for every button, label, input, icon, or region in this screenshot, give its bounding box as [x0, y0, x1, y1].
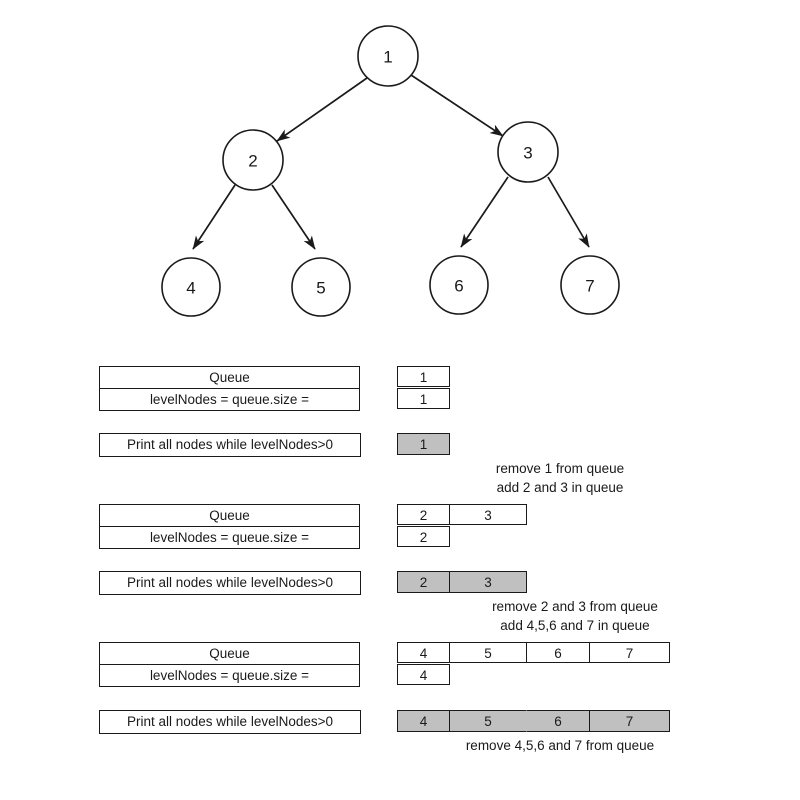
print-values-row-2: 2 3: [397, 571, 527, 593]
table-row: levelNodes = queue.size =: [99, 388, 360, 411]
edge-3-6: [460, 176, 509, 248]
level-cell: 1: [397, 388, 450, 409]
print-cell: 4: [397, 710, 450, 732]
print-cell: 7: [589, 710, 670, 732]
edge-2-5: [271, 184, 316, 250]
table-row: Queue: [99, 504, 360, 527]
print-cell: 5: [449, 710, 527, 732]
print-nodes-box-2: Print all nodes while levelNodes>0: [99, 571, 361, 595]
level-values-row-2: 2: [397, 526, 450, 547]
node-circle-6: [429, 255, 489, 315]
node-label-3: 3: [523, 144, 532, 163]
node-label-6: 6: [454, 277, 463, 296]
tree-node-2[interactable]: 2: [222, 129, 284, 191]
queue-cell: 6: [526, 642, 590, 663]
annotation-remove-1: remove 1 from queue: [495, 461, 625, 476]
tree-edges: [192, 74, 590, 250]
table-row: Queue: [99, 366, 360, 389]
queue-table-1: Queue levelNodes = queue.size =: [99, 366, 360, 411]
tree-node-5[interactable]: 5: [291, 257, 351, 317]
node-label-1: 1: [383, 48, 392, 67]
queue-cell: 1: [397, 366, 450, 387]
table-row: Queue: [99, 642, 360, 665]
edge-1-2: [276, 77, 368, 142]
table-row: levelNodes = queue.size =: [99, 664, 360, 687]
print-nodes-box-1: Print all nodes while levelNodes>0: [99, 433, 361, 457]
print-nodes-box-3: Print all nodes while levelNodes>0: [99, 710, 361, 734]
print-values-row-3: 4 5 6 7: [397, 710, 670, 732]
queue-values-row-2: 2 3: [397, 504, 527, 525]
edge-1-3: [410, 74, 504, 137]
level-cell: 2: [397, 526, 450, 547]
print-cell: 1: [397, 433, 450, 455]
queue-cell: 3: [449, 504, 527, 525]
node-circle-2: [222, 129, 284, 191]
table-row: levelNodes = queue.size =: [99, 526, 360, 549]
node-circle-1: [357, 25, 419, 87]
annotation-add-1: add 2 and 3 in queue: [496, 480, 624, 495]
queue-cell: 5: [449, 642, 527, 663]
binary-tree-diagram: 1 2 3 4 5 6 7: [161, 25, 620, 317]
node-label-5: 5: [316, 279, 325, 298]
queue-table-2: Queue levelNodes = queue.size =: [99, 504, 360, 549]
node-label-2: 2: [248, 152, 257, 171]
queue-header-label-2: Queue: [99, 504, 360, 527]
node-label-7: 7: [585, 277, 594, 296]
edge-2-4: [192, 184, 236, 250]
queue-cell: 4: [397, 642, 450, 663]
level-nodes-label-2: levelNodes = queue.size =: [99, 526, 360, 549]
level-nodes-label-1: levelNodes = queue.size =: [99, 388, 360, 411]
queue-table-3: Queue levelNodes = queue.size =: [99, 642, 360, 687]
queue-header-label-1: Queue: [99, 366, 360, 389]
print-cell: 3: [449, 571, 527, 593]
queue-values-row-1: 1: [397, 366, 450, 387]
tree-node-3[interactable]: 3: [497, 121, 559, 183]
edge-3-7: [547, 176, 590, 248]
queue-cell: 7: [589, 642, 670, 663]
annotation-remove-2: remove 2 and 3 from queue: [492, 599, 658, 614]
tree-node-6[interactable]: 6: [429, 255, 489, 315]
queue-header-label-3: Queue: [99, 642, 360, 665]
node-circle-7: [560, 255, 620, 315]
tree-node-4[interactable]: 4: [161, 257, 221, 317]
node-label-4: 4: [186, 279, 195, 298]
print-values-row-1: 1: [397, 433, 450, 455]
level-values-row-3: 4: [397, 664, 450, 685]
level-nodes-label-3: levelNodes = queue.size =: [99, 664, 360, 687]
print-cell: 6: [526, 710, 590, 732]
annotation-remove-3: remove 4,5,6 and 7 from queue: [465, 738, 655, 753]
queue-cell: 2: [397, 504, 450, 525]
node-circle-4: [161, 257, 221, 317]
queue-values-row-3: 4 5 6 7: [397, 642, 670, 663]
annotation-add-2: add 4,5,6 and 7 in queue: [500, 618, 650, 633]
node-circle-3: [497, 121, 559, 183]
node-circle-5: [291, 257, 351, 317]
tree-node-7[interactable]: 7: [560, 255, 620, 315]
tree-node-1[interactable]: 1: [357, 25, 419, 87]
print-cell: 2: [397, 571, 450, 593]
level-values-row-1: 1: [397, 388, 450, 409]
level-cell: 4: [397, 664, 450, 685]
